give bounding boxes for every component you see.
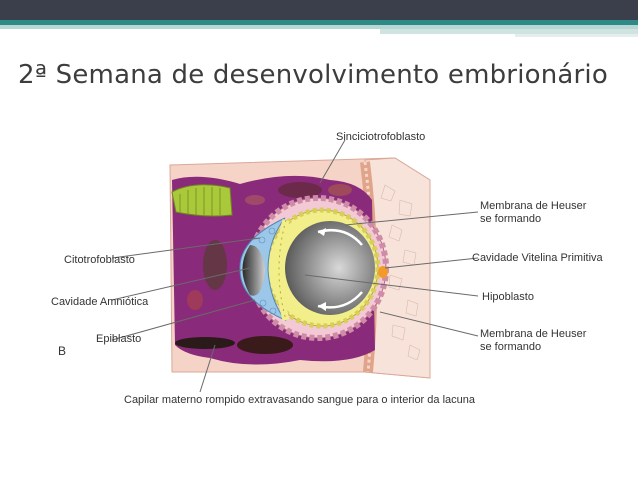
label-capilar: Capilar materno rompido extravasando san… bbox=[124, 394, 475, 406]
label-cavidade-amniotica: Cavidade Amniótica bbox=[51, 296, 149, 308]
label-epiblasto: Epiblasto bbox=[96, 333, 142, 345]
label-membrana-heuser-bottom-2: se formando bbox=[480, 341, 542, 353]
label-cavidade-vitelina: Cavidade Vitelina Primitiva bbox=[472, 252, 603, 264]
slide-title: 2ª Semana de desenvolvimento embrionário bbox=[18, 60, 608, 90]
uterine-gland bbox=[171, 184, 233, 217]
label-membrana-heuser-top-1: Membrana de Heuser bbox=[480, 200, 587, 212]
label-sinciciotrofoblasto: Sinciciotrofoblasto bbox=[336, 131, 426, 143]
header-band bbox=[0, 0, 638, 40]
label-hipoblasto: Hipoblasto bbox=[482, 291, 534, 303]
label-membrana-heuser-top-2: se formando bbox=[480, 213, 542, 225]
label-membrana-heuser-bottom-1: Membrana de Heuser bbox=[480, 328, 587, 340]
amniotic-cavity bbox=[242, 245, 265, 296]
label-citotrofoblasto: Citotrofoblasto bbox=[64, 254, 135, 266]
panel-letter: B bbox=[58, 344, 67, 358]
yolk-sac-cavity bbox=[285, 221, 375, 315]
